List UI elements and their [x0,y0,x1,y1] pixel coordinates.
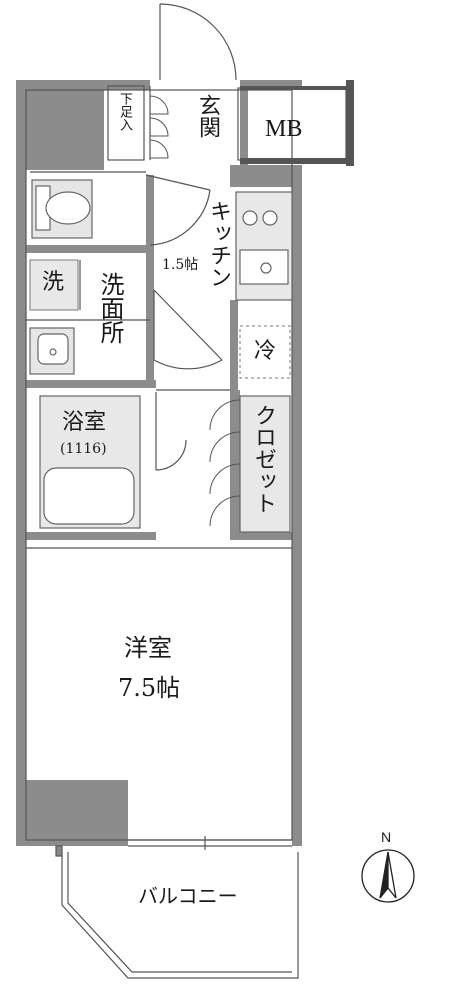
closet-doors [209,399,241,527]
bathroom-unit-label: (1116) [60,441,107,457]
balcony-window [128,836,292,850]
entry-door [159,3,237,81]
toilet-icon [31,179,93,239]
shoe-storage-label: 下足入 [117,92,132,131]
bathroom-door [155,392,187,471]
compass-icon [361,849,415,903]
western-room-size-label: 7.5帖 [118,674,181,702]
bathroom-box [39,395,141,529]
washroom-door [153,289,223,370]
kitchen-size-label: 1.5帖 [162,257,199,273]
washbasin-icon [29,327,75,375]
meter-box-walls [240,80,354,166]
western-room-label: 洋室 [124,634,172,662]
closet-box [239,395,291,533]
bathroom-label: 浴室 [62,410,107,435]
closet-label: クロゼット [251,404,276,514]
kitchen-counter [235,191,293,301]
compass-north-label: N [381,829,392,845]
kitchen-label: キッチン [206,200,231,288]
balcony-label: バルコニー [138,884,238,908]
entrance-label: 玄関 [195,94,220,138]
balcony-outline [55,845,299,979]
fridge-space [239,325,291,379]
meter-box-label: MB [265,116,303,142]
washroom-label: 洗面所 [96,272,124,344]
washing-machine-area [29,259,79,311]
outer-walls [16,80,302,846]
toilet-door [145,174,211,246]
shoe-cabinet-doors [149,95,169,159]
washing-machine-label: 洗 [42,270,65,295]
fridge-label: 冷 [254,339,277,364]
